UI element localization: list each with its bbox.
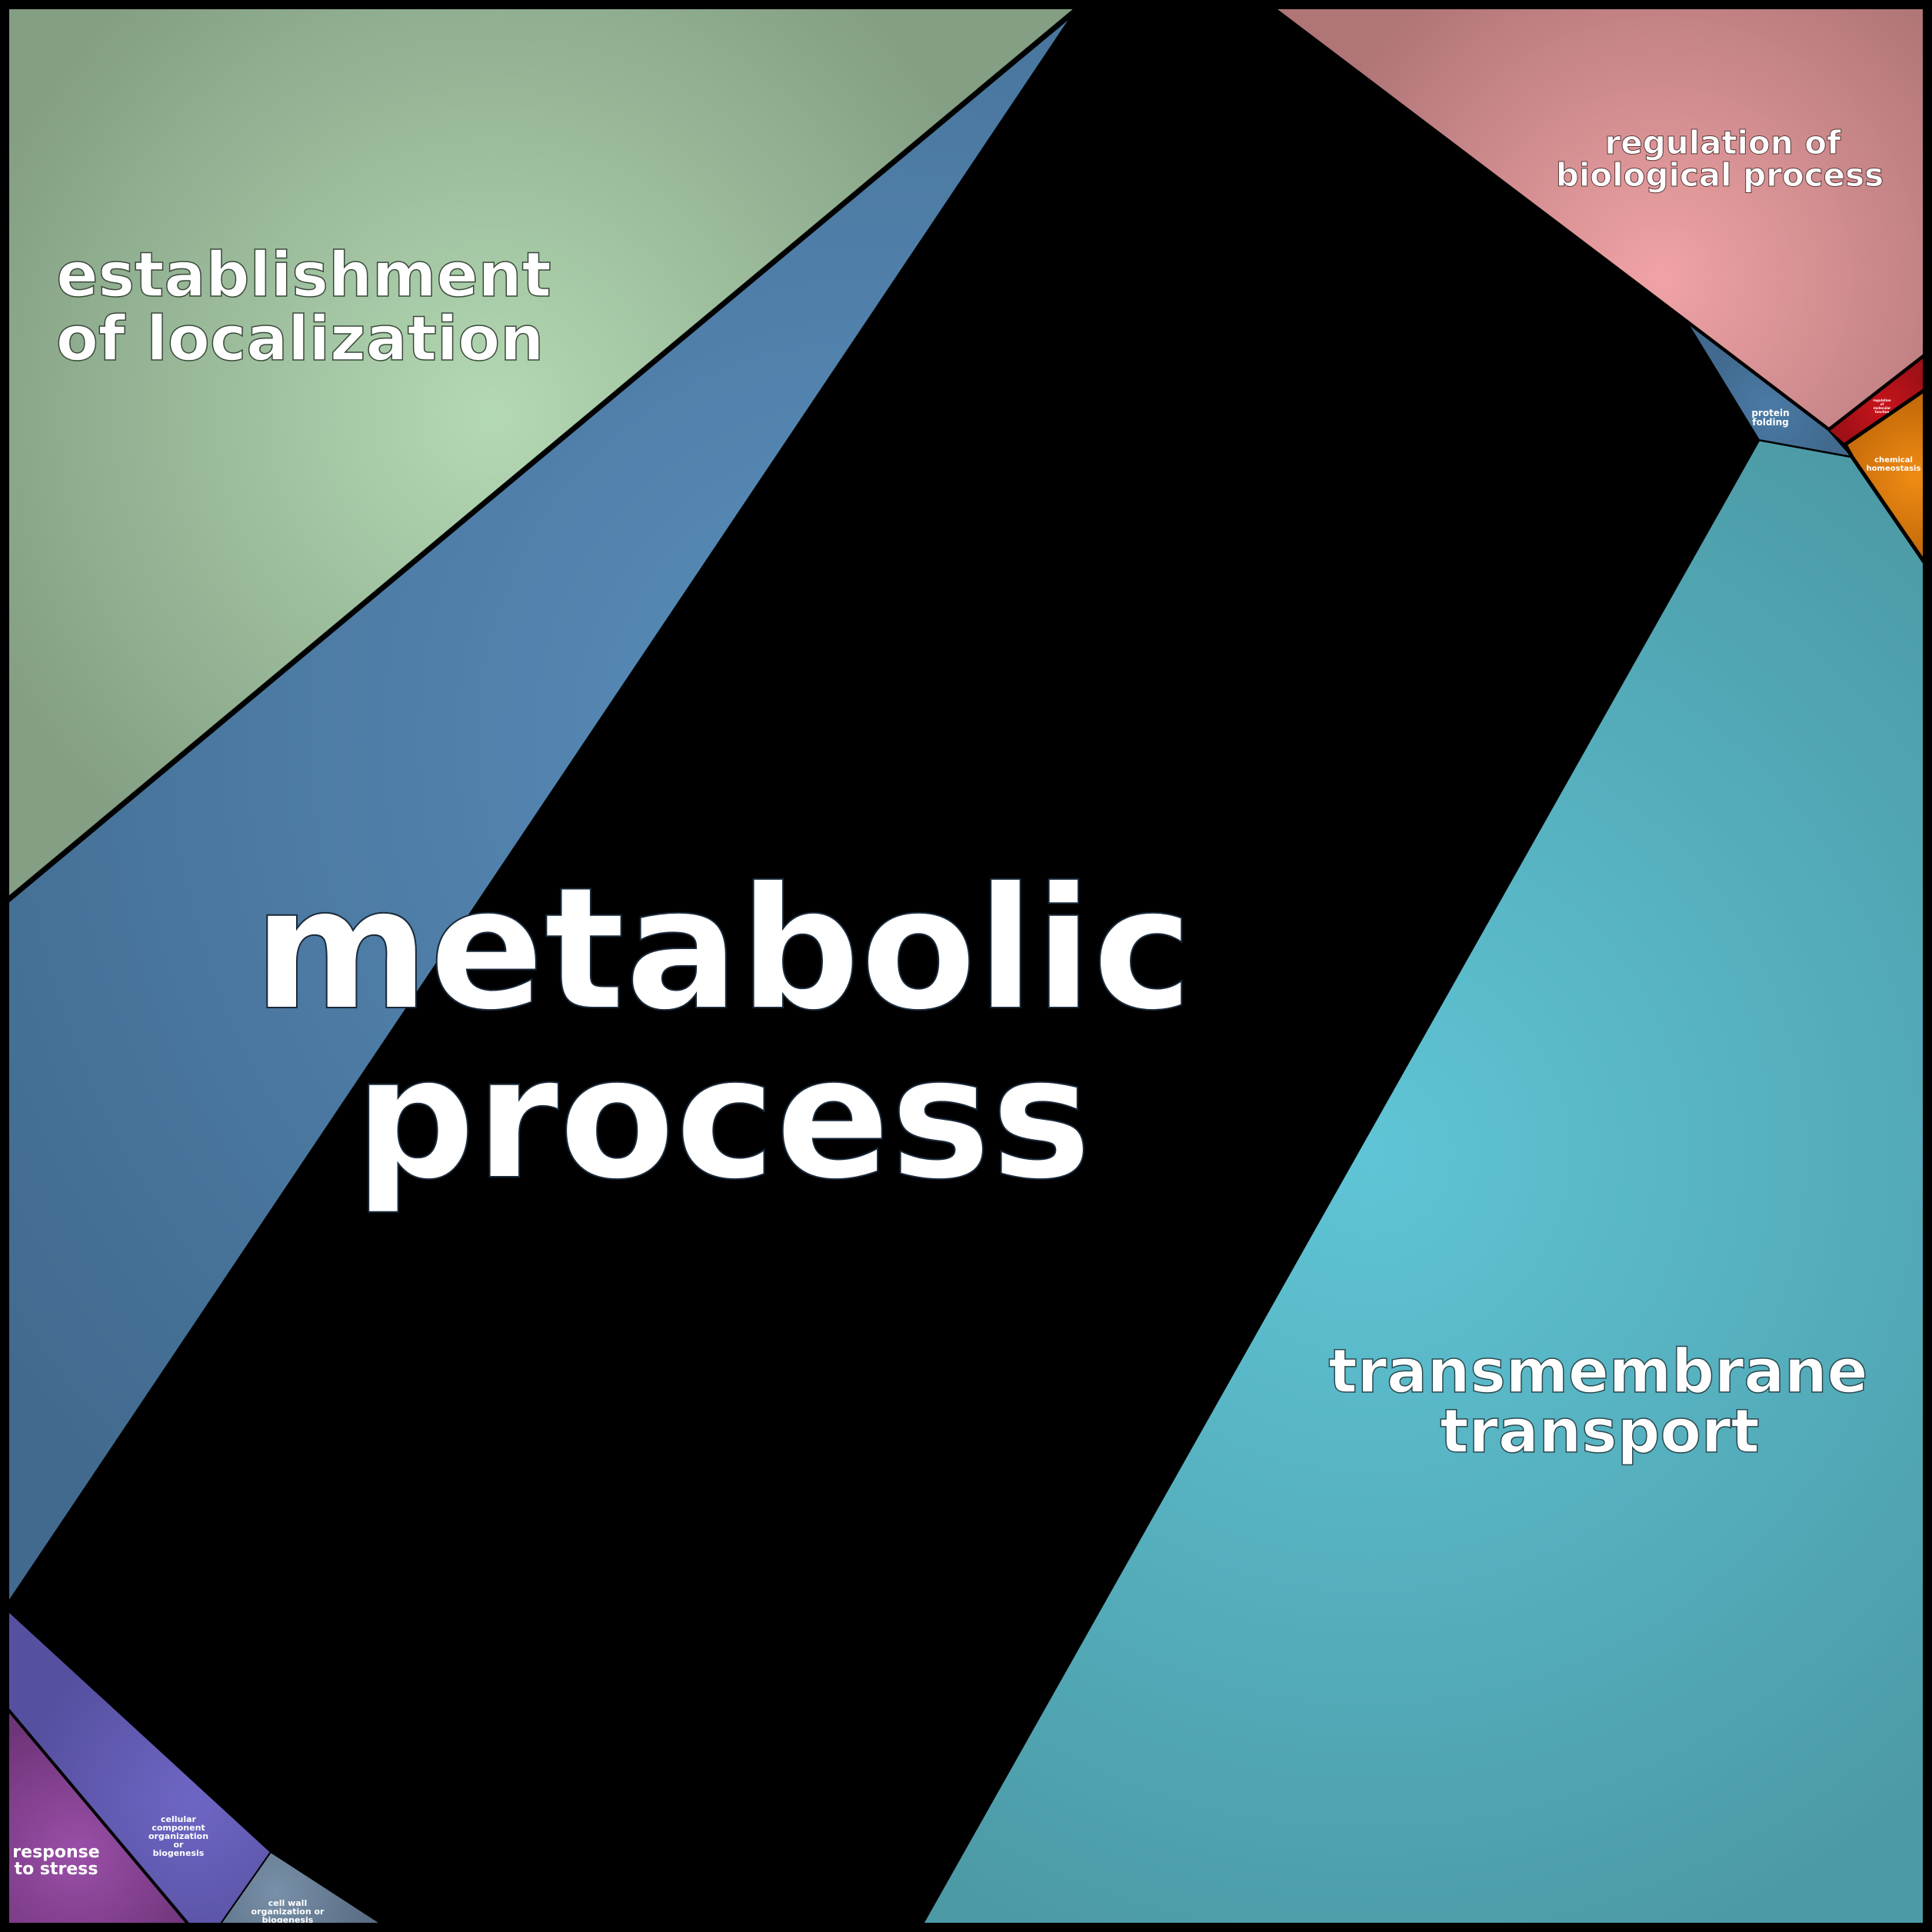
cell-label-cell-wall-1: cell wall [268,1898,307,1908]
cell-label-transmembrane-2: transport [1440,1397,1760,1467]
cell-label-cellular-component-1: cellular [161,1814,197,1824]
cell-label-cellular-component-4: or [174,1840,185,1850]
cell-label-response-stress-2: to stress [15,1860,98,1879]
cell-label-regulation-small-3: molecular [1874,406,1890,410]
cell-label-chemical-homeostasis-2: homeostasis [1867,465,1921,473]
cell-label-response-stress-1: response [12,1843,99,1862]
cell-label-cellular-component-5: biogenesis [153,1848,205,1858]
cell-label-cell-wall-2: organization or [251,1907,325,1917]
cell-label-localization-2: of localization [56,303,544,375]
cell-label-metabolic-1: metabolic [253,851,1193,1048]
cell-label-cellular-component-3: organization [148,1831,208,1841]
cell-label-cell-wall-3: biogenesis [262,1915,314,1925]
cell-label-transmembrane-1: transmembrane [1328,1337,1867,1407]
cell-label-metabolic-2: process [355,1020,1092,1217]
cell-label-regulation-2: biological process [1556,156,1884,194]
cell-label-protein-folding-2: folding [1752,417,1788,428]
cell-label-regulation-1: regulation of [1605,124,1842,162]
cell-label-chemical-homeostasis-1: chemical [1874,456,1913,465]
cell-label-regulation-small-4: function [1875,410,1890,414]
cell-label-cellular-component-2: component [152,1823,205,1833]
cell-label-regulation-small-1: regulation [1873,398,1890,402]
cell-label-localization-1: establishment [56,239,551,311]
cell-label-regulation-small-2: of [1880,402,1884,406]
cell-label-protein-folding-1: protein [1751,408,1789,418]
